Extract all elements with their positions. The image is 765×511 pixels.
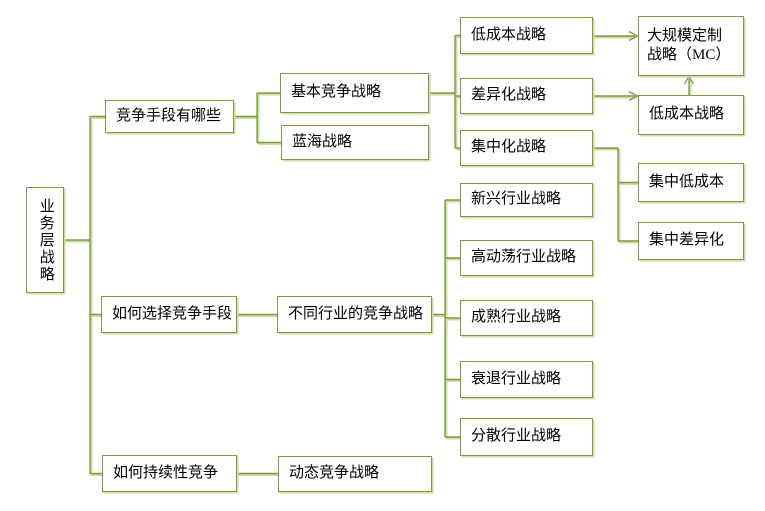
node-label: 如何持续性竞争 <box>113 464 219 481</box>
node-label: 低成本战略 <box>649 106 725 123</box>
node-label: 业务层战略 <box>37 197 54 283</box>
node-label: 集中化战略 <box>471 139 547 156</box>
node-emerging-industry-strategy: 新兴行业战略 <box>460 183 593 217</box>
node-focus-strategy: 集中化战略 <box>460 130 593 166</box>
node-mature-industry-strategy: 成熟行业战略 <box>460 300 593 336</box>
node-label: 差异化战略 <box>471 87 547 104</box>
node-label: 集中差异化 <box>649 232 725 249</box>
node-label: 不同行业的竞争战略 <box>288 305 424 322</box>
node-how-to-choose-means: 如何选择竞争手段 <box>101 296 237 333</box>
node-label: 集中低成本 <box>649 173 725 190</box>
node-declining-industry-strategy: 衰退行业战略 <box>460 361 593 398</box>
node-label: 竞争手段有哪些 <box>116 107 222 124</box>
node-label: 大规模定制 战略（MC） <box>647 27 731 64</box>
node-turbulent-industry-strategy: 高动荡行业战略 <box>460 240 593 276</box>
node-differentiation-strategy: 差异化战略 <box>460 78 593 114</box>
node-label: 分散行业战略 <box>471 428 562 445</box>
node-fragmented-industry-strategy: 分散行业战略 <box>460 418 593 456</box>
node-label: 如何选择竞争手段 <box>112 305 233 322</box>
node-industry-competitive-strategies: 不同行业的竞争战略 <box>277 296 432 333</box>
node-focused-differentiation: 集中差异化 <box>638 222 744 260</box>
node-competitive-means: 竞争手段有哪些 <box>105 100 234 133</box>
node-label: 衰退行业战略 <box>471 370 562 387</box>
node-dynamic-competition-strategy: 动态竞争战略 <box>278 456 432 492</box>
node-label: 蓝海战略 <box>292 133 353 150</box>
node-basic-competitive-strategy: 基本竞争战略 <box>280 73 429 113</box>
node-blue-ocean-strategy: 蓝海战略 <box>281 125 429 160</box>
node-focused-low-cost: 集中低成本 <box>638 163 744 202</box>
node-label: 基本竞争战略 <box>291 84 382 101</box>
node-label: 低成本战略 <box>471 26 547 43</box>
node-label: 新兴行业战略 <box>471 191 562 208</box>
node-label: 高动荡行业战略 <box>471 249 577 266</box>
node-how-to-sustain-competition: 如何持续性竞争 <box>102 455 237 492</box>
node-low-cost-strategy-secondary: 低成本战略 <box>638 95 744 135</box>
node-business-level-strategy: 业务层战略 <box>26 187 64 293</box>
arrow-head-icon <box>683 75 695 85</box>
arrow-head-icon <box>628 30 639 42</box>
node-low-cost-strategy: 低成本战略 <box>460 17 593 54</box>
node-label: 成熟行业战略 <box>471 309 562 326</box>
arrow-head-icon <box>628 90 639 102</box>
node-label: 动态竞争战略 <box>289 465 380 482</box>
node-mass-customization-strategy: 大规模定制 战略（MC） <box>638 16 744 76</box>
